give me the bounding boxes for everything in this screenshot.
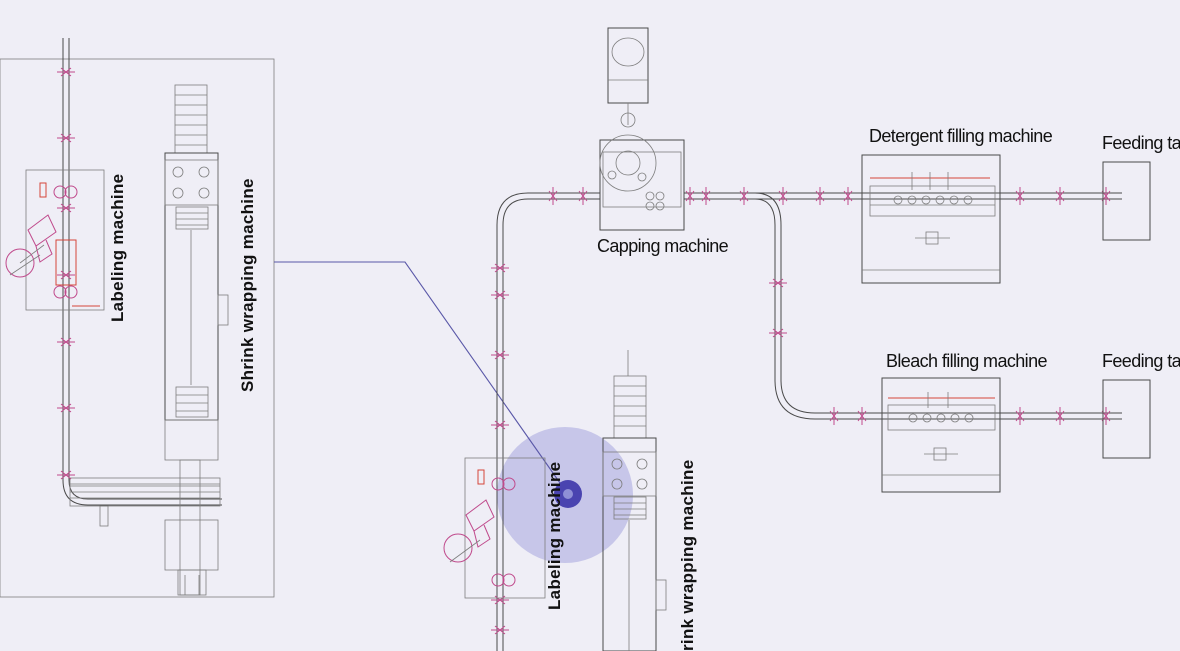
labeling-machine-left-label: Labeling machine (108, 173, 127, 322)
conveyor-markers-main (491, 187, 1111, 635)
labeling-machine-right-label: Labeling machine (545, 461, 564, 610)
capping-machine (599, 27, 685, 231)
shrink-wrapping-left-label: Shrink wrapping machine (238, 178, 257, 392)
detergent-filling-machine (861, 154, 1001, 284)
detergent-filling-label: Detergent filling machine (869, 126, 1053, 146)
feeding-table-top-label: Feeding table (1102, 133, 1180, 153)
shrink-wrapping-machine-left (164, 84, 229, 596)
labeling-machine-right (443, 457, 546, 599)
feeding-table-bottom (1102, 379, 1151, 459)
shrink-wrapping-machine-right (602, 350, 667, 651)
feeding-table-bottom-label: Feeding table (1102, 351, 1180, 371)
feeding-table-top (1102, 161, 1151, 241)
capping-machine-label: Capping machine (597, 236, 729, 256)
bleach-filling-machine (881, 377, 1001, 493)
conveyor-markers-left (57, 67, 75, 480)
shrink-wrapping-right-label: rink wrapping machine (678, 459, 697, 651)
bleach-filling-label: Bleach filling machine (886, 351, 1048, 371)
labeling-machine-left (5, 169, 105, 311)
zoom-panel (0, 38, 275, 598)
zoom-highlight (274, 261, 633, 563)
main-conveyor (496, 192, 1122, 651)
